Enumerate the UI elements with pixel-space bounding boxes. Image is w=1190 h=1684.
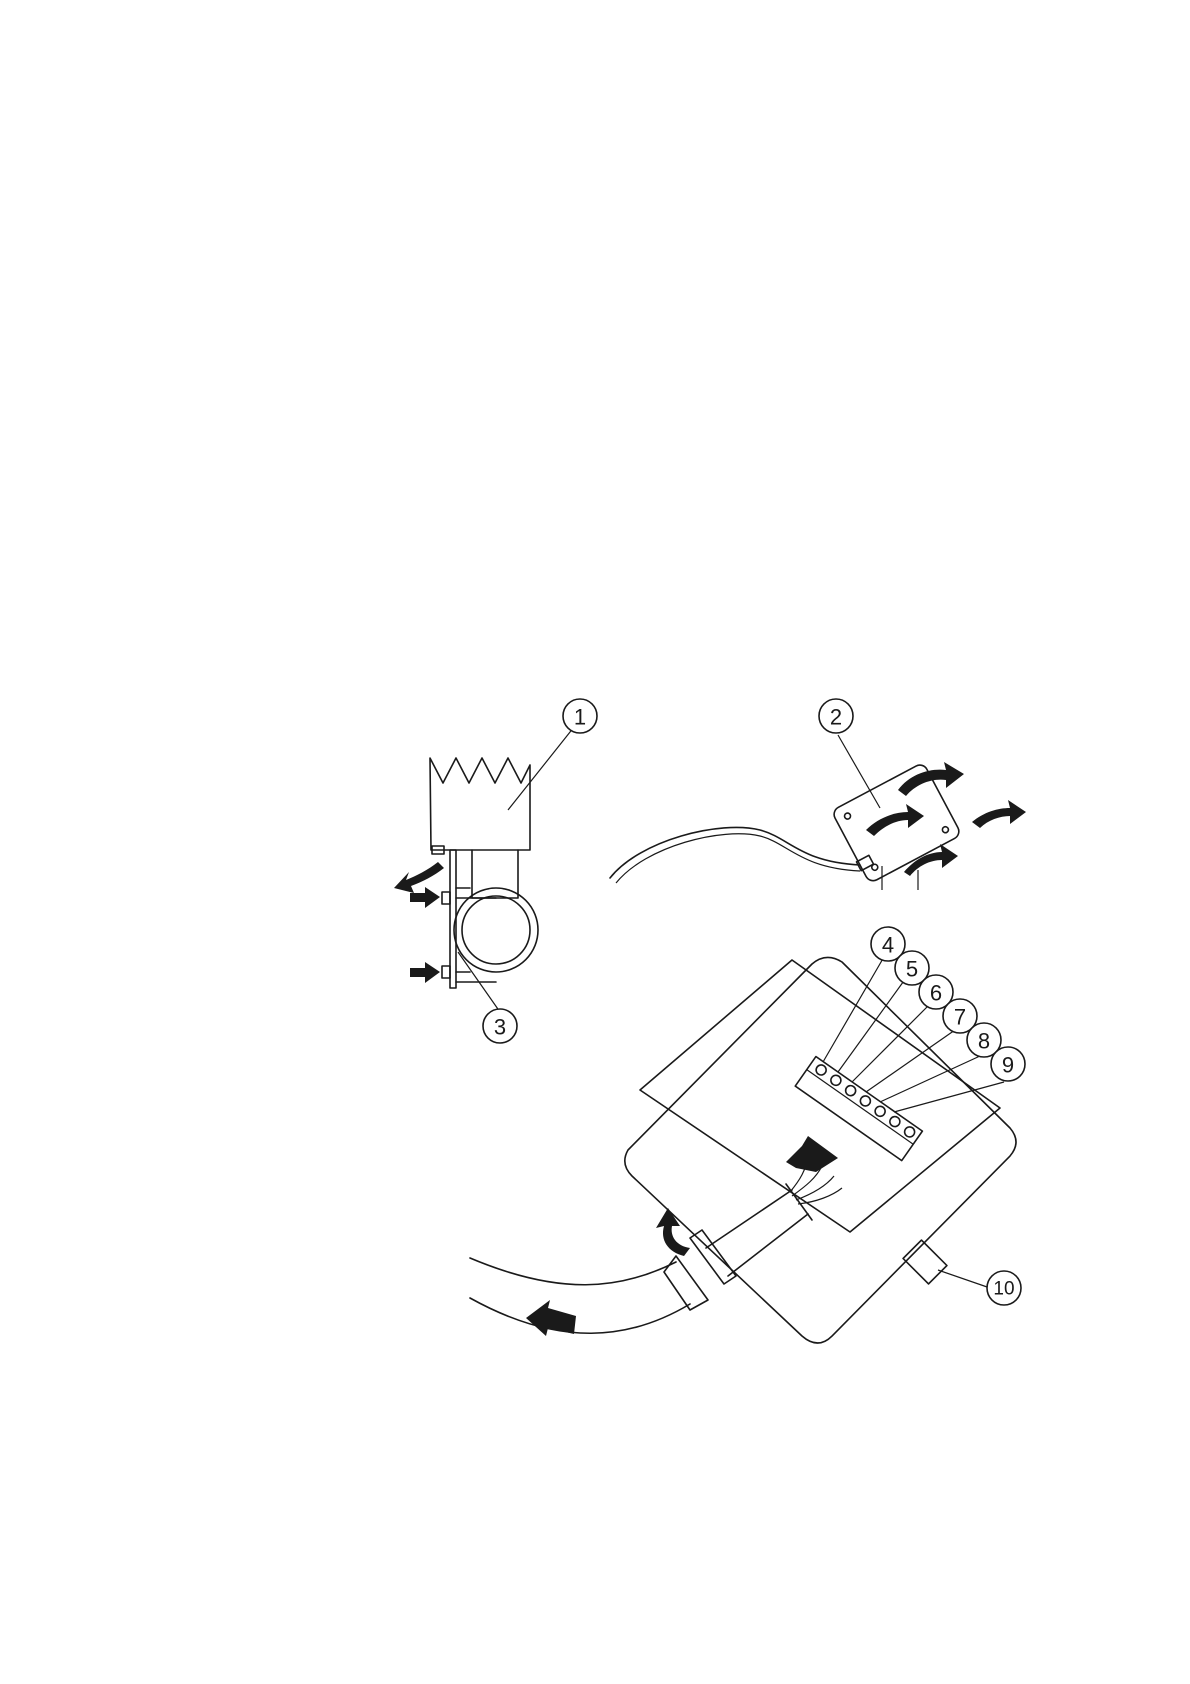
box-screw-4	[941, 826, 949, 834]
housing-body	[430, 758, 530, 850]
screw-bottom	[442, 966, 450, 978]
callout-9: 9	[991, 1047, 1025, 1081]
arrow-left-top	[410, 887, 440, 908]
cable-b-inner	[616, 834, 860, 883]
cable-out-lower	[470, 1298, 690, 1333]
callout-9-label: 9	[1002, 1053, 1014, 1078]
callout-3-label: 3	[494, 1015, 506, 1040]
callout-4-label: 4	[882, 933, 894, 958]
cable-c-bottom	[728, 1214, 808, 1276]
callout-1-label: 1	[574, 705, 586, 730]
leader-lines	[458, 722, 1004, 1288]
arrow-into-terminal	[786, 1136, 838, 1172]
cable-b	[610, 827, 860, 878]
pipe-outer	[454, 888, 538, 972]
callout-1: 1	[563, 699, 597, 733]
callout-6-label: 6	[930, 981, 942, 1006]
callout-3: 3	[483, 1009, 517, 1043]
screw-top	[442, 892, 450, 904]
arrow-cover-3	[866, 804, 924, 836]
callout-2: 2	[819, 699, 853, 733]
arrow-cover-4	[904, 844, 958, 876]
callout-10: 10	[987, 1271, 1021, 1305]
cable-out	[470, 1258, 676, 1285]
pipe-inner	[462, 896, 530, 964]
arrow-cable-left	[526, 1300, 576, 1336]
mounting-lug	[903, 1240, 947, 1284]
figure-pipe-mount	[394, 758, 538, 988]
arrow-cover-1	[898, 762, 964, 796]
callout-8-label: 8	[978, 1029, 990, 1054]
cable-c-top	[706, 1190, 792, 1248]
callout-10-label: 10	[993, 1279, 1014, 1300]
arrow-left-bottom	[410, 962, 440, 983]
arrow-cover-2	[972, 800, 1026, 828]
figure-junction-box	[610, 762, 1026, 890]
box-screw-1	[843, 812, 851, 820]
callout-5-label: 5	[906, 957, 918, 982]
figure-terminal-housing	[470, 957, 1016, 1343]
callout-7-label: 7	[954, 1005, 966, 1030]
callout-2-label: 2	[830, 705, 842, 730]
arrow-curved-down	[394, 862, 444, 893]
